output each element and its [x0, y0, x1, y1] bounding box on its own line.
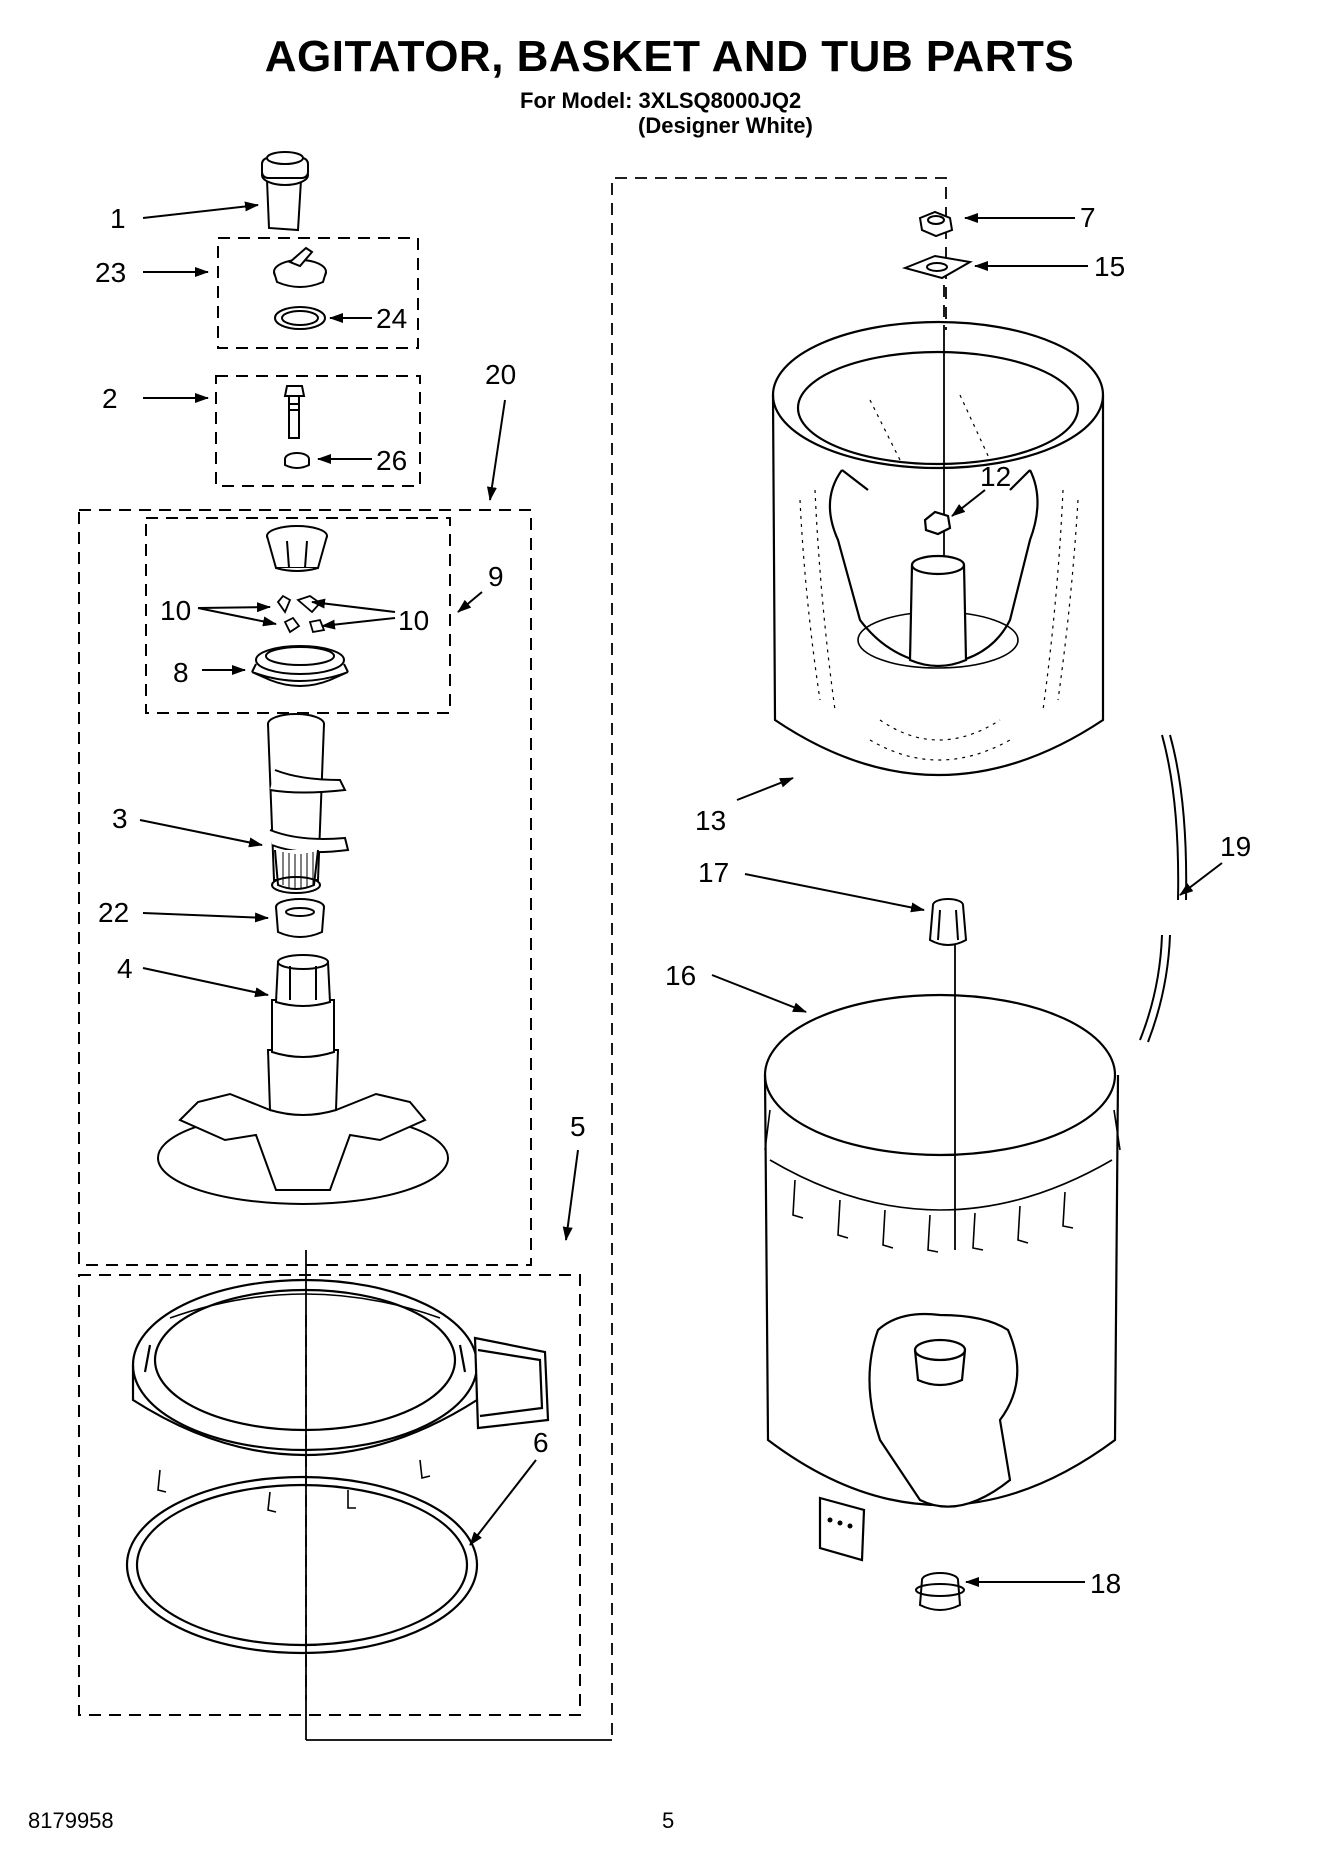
callout-9: 9 — [488, 561, 504, 592]
box-cap-seal — [217, 237, 419, 349]
part-22-bearing — [275, 898, 325, 938]
callout-19: 19 — [1220, 831, 1251, 862]
part-15-plate — [901, 254, 973, 280]
callout-24: 24 — [376, 303, 407, 334]
part-18-bearing — [915, 1572, 965, 1611]
part-6-seal — [125, 1475, 479, 1655]
callout-12: 12 — [980, 461, 1011, 492]
part-13-basket — [771, 320, 1105, 777]
part-16-outer-tub — [763, 993, 1121, 1562]
part-4-agitator-base — [157, 954, 449, 1205]
part-5-tub-ring — [131, 1278, 550, 1513]
model-number: For Model: 3XLSQ8000JQ2 — [520, 88, 802, 113]
callout-8: 8 — [173, 657, 189, 688]
callout-10-right: 10 — [398, 605, 429, 636]
group-boxes — [78, 237, 581, 1716]
callout-20: 20 — [485, 359, 516, 390]
callout-2: 2 — [102, 383, 118, 414]
callout-7: 7 — [1080, 202, 1096, 233]
callout-1: 1 — [110, 203, 126, 234]
part-8-cam-ring — [251, 645, 349, 687]
callout-4: 4 — [117, 953, 133, 984]
page-title: AGITATOR, BASKET AND TUB PARTS — [264, 32, 1075, 81]
callout-17: 17 — [698, 857, 729, 888]
part-7-nut — [918, 210, 954, 238]
solid-path-lines — [305, 330, 956, 1741]
model-variant: (Designer White) — [638, 113, 813, 138]
part-1-agitator-cap — [261, 151, 309, 232]
part-3-auger — [267, 713, 350, 894]
part-26-washer — [284, 452, 310, 469]
part-19-hose — [1139, 734, 1188, 1043]
callout-22: 22 — [98, 897, 129, 928]
part-24-seal-ring — [274, 306, 326, 330]
part-10-dogs — [276, 594, 326, 634]
callout-18: 18 — [1090, 1568, 1121, 1599]
box-bolt-washer — [215, 375, 421, 487]
page-number: 5 — [662, 1808, 675, 1833]
box-drive-block — [78, 1274, 581, 1716]
callout-26: 26 — [376, 445, 407, 476]
part-9-cam — [266, 525, 328, 572]
callout-13: 13 — [695, 805, 726, 836]
callout-16: 16 — [665, 960, 696, 991]
part-2-bolt — [283, 385, 306, 439]
callout-15: 15 — [1094, 251, 1125, 282]
document-number: 8179958 — [28, 1808, 114, 1833]
callout-23: 23 — [95, 257, 126, 288]
box-cam-assembly — [145, 517, 451, 714]
callout-5: 5 — [570, 1111, 586, 1142]
box-agitator-assembly — [78, 509, 532, 1266]
callout-10-left: 10 — [160, 595, 191, 626]
callout-labels: 1 23 24 2 26 20 9 10 10 8 3 22 4 5 6 7 1… — [95, 202, 1251, 1599]
callout-3: 3 — [112, 803, 128, 834]
part-17-grommet — [928, 898, 968, 946]
leader-arrows — [139, 201, 1223, 1587]
part-23-knob — [273, 246, 327, 288]
callout-6: 6 — [533, 1427, 549, 1458]
